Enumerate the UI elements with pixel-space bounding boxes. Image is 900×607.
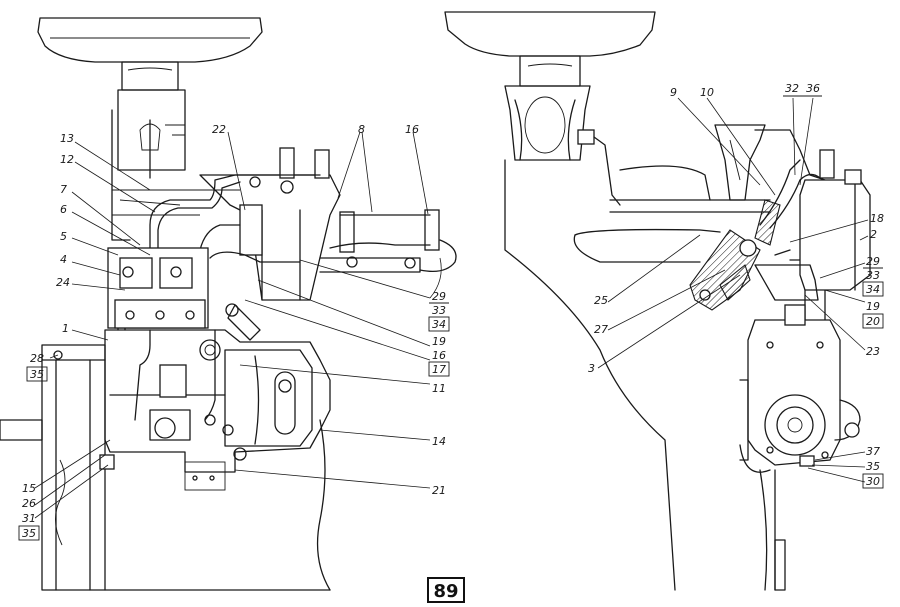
callout-10: 10	[700, 86, 714, 99]
callout-29-r: 29	[866, 255, 880, 268]
right-frame-rail	[739, 444, 786, 591]
callout-16-top: 16	[405, 123, 419, 136]
callout-35-lower: 35	[22, 527, 36, 540]
callout-17: 17	[432, 363, 446, 376]
callout-26: 26	[22, 497, 36, 510]
callout-8: 8	[358, 123, 365, 136]
callout-9: 9	[670, 86, 677, 99]
box-17	[428, 361, 450, 377]
callout-36: 36	[806, 82, 820, 95]
left-callout-labels: 13 12 7 6 5 4 24 1 28 35 15 26 31 35 22 …	[18, 123, 450, 541]
callout-20: 20	[866, 315, 880, 328]
callout-3: 3	[588, 362, 595, 375]
callout-30: 30	[866, 475, 880, 488]
box-35	[26, 366, 48, 382]
callout-11: 11	[432, 382, 446, 395]
callout-29: 29	[432, 290, 446, 303]
callout-34: 34	[432, 318, 446, 331]
callout-2: 2	[870, 228, 877, 241]
callout-28: 28	[30, 352, 44, 365]
page-number-box: 89	[427, 577, 465, 603]
box-34-r	[862, 281, 884, 297]
right-intake	[714, 124, 766, 201]
box-35-lower	[18, 525, 40, 541]
callout-19: 19	[432, 335, 446, 348]
callout-37: 37	[866, 445, 880, 458]
callout-13: 13	[60, 132, 74, 145]
left-engine-block	[104, 303, 331, 491]
box-20	[862, 313, 884, 329]
callout-27: 27	[594, 323, 608, 336]
callout-24: 24	[56, 276, 70, 289]
callout-34-r: 34	[866, 283, 880, 296]
box-34	[428, 316, 450, 332]
callout-14: 14	[432, 435, 446, 448]
callout-7: 7	[60, 183, 67, 196]
right-body-panel	[504, 159, 771, 591]
box-30	[862, 473, 884, 489]
left-injector-block	[199, 147, 457, 301]
callout-4: 4	[60, 253, 67, 266]
leader-lines	[34, 97, 869, 519]
callout-23: 23	[866, 345, 880, 358]
left-view-drawing	[0, 17, 457, 591]
callout-32: 32	[785, 82, 799, 95]
callout-15: 15	[22, 482, 36, 495]
callout-22: 22	[212, 123, 226, 136]
page-number: 89	[433, 581, 458, 602]
left-fuel-pump	[107, 247, 221, 361]
callout-6: 6	[60, 203, 67, 216]
right-view-drawing	[444, 11, 871, 591]
left-floor-edge	[316, 419, 331, 591]
callout-21: 21	[432, 484, 446, 497]
callout-16: 16	[432, 349, 446, 362]
callout-1: 1	[62, 322, 69, 335]
callout-25: 25	[594, 294, 608, 307]
callout-5: 5	[60, 230, 67, 243]
left-column-housing	[111, 89, 240, 241]
right-hatched-bracket	[689, 199, 781, 311]
right-column-housing	[504, 85, 621, 206]
right-filter-tank	[799, 149, 871, 291]
right-pump-body	[739, 264, 861, 467]
callout-33: 33	[432, 304, 446, 317]
right-callout-labels: 9 10 32 36 18 2 29 33 34 19 20 23 25 27 …	[588, 82, 884, 489]
right-steering-wheel	[444, 11, 656, 87]
callout-35-r: 35	[866, 460, 880, 473]
callout-35-boxed: 35	[30, 368, 44, 381]
left-frame-rail	[0, 344, 115, 591]
callout-19-r: 19	[866, 300, 880, 313]
callout-31: 31	[22, 512, 36, 525]
callout-33-r: 33	[866, 269, 880, 282]
callout-18: 18	[870, 212, 884, 225]
left-steering-wheel	[37, 17, 263, 91]
callout-12: 12	[60, 153, 74, 166]
